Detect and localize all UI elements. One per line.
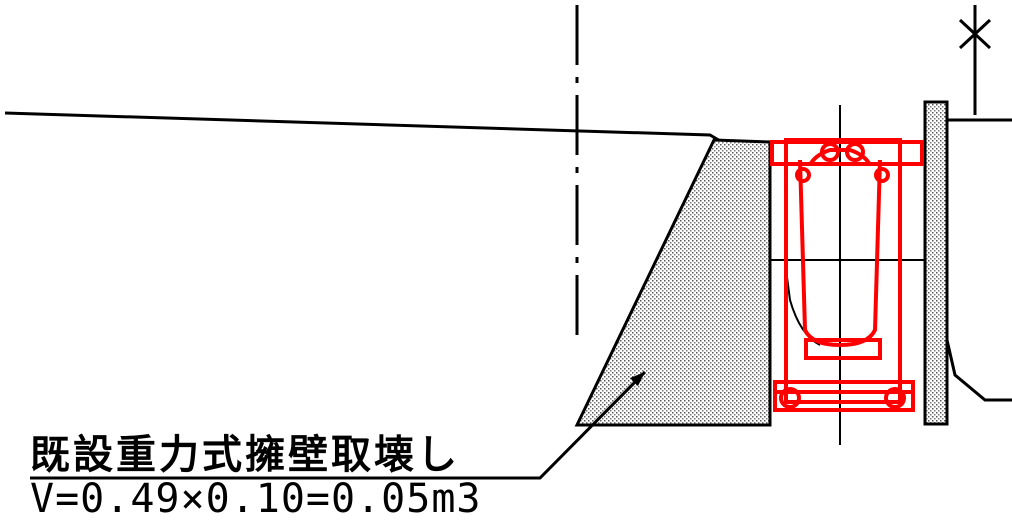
new-flume-structure — [770, 138, 924, 412]
marker-cross-b — [958, 18, 992, 50]
ground-line — [4, 111, 770, 144]
right-lower-profile — [945, 339, 1012, 402]
adjacent-wall — [923, 100, 949, 426]
gravity-retaining-wall — [574, 138, 772, 427]
leader-line — [30, 370, 647, 480]
leader-arrowhead — [630, 372, 645, 386]
volume-formula: V=0.49×0.10=0.05m3 — [30, 476, 482, 522]
demolition-title: 既設重力式擁壁取壊し — [30, 432, 460, 478]
